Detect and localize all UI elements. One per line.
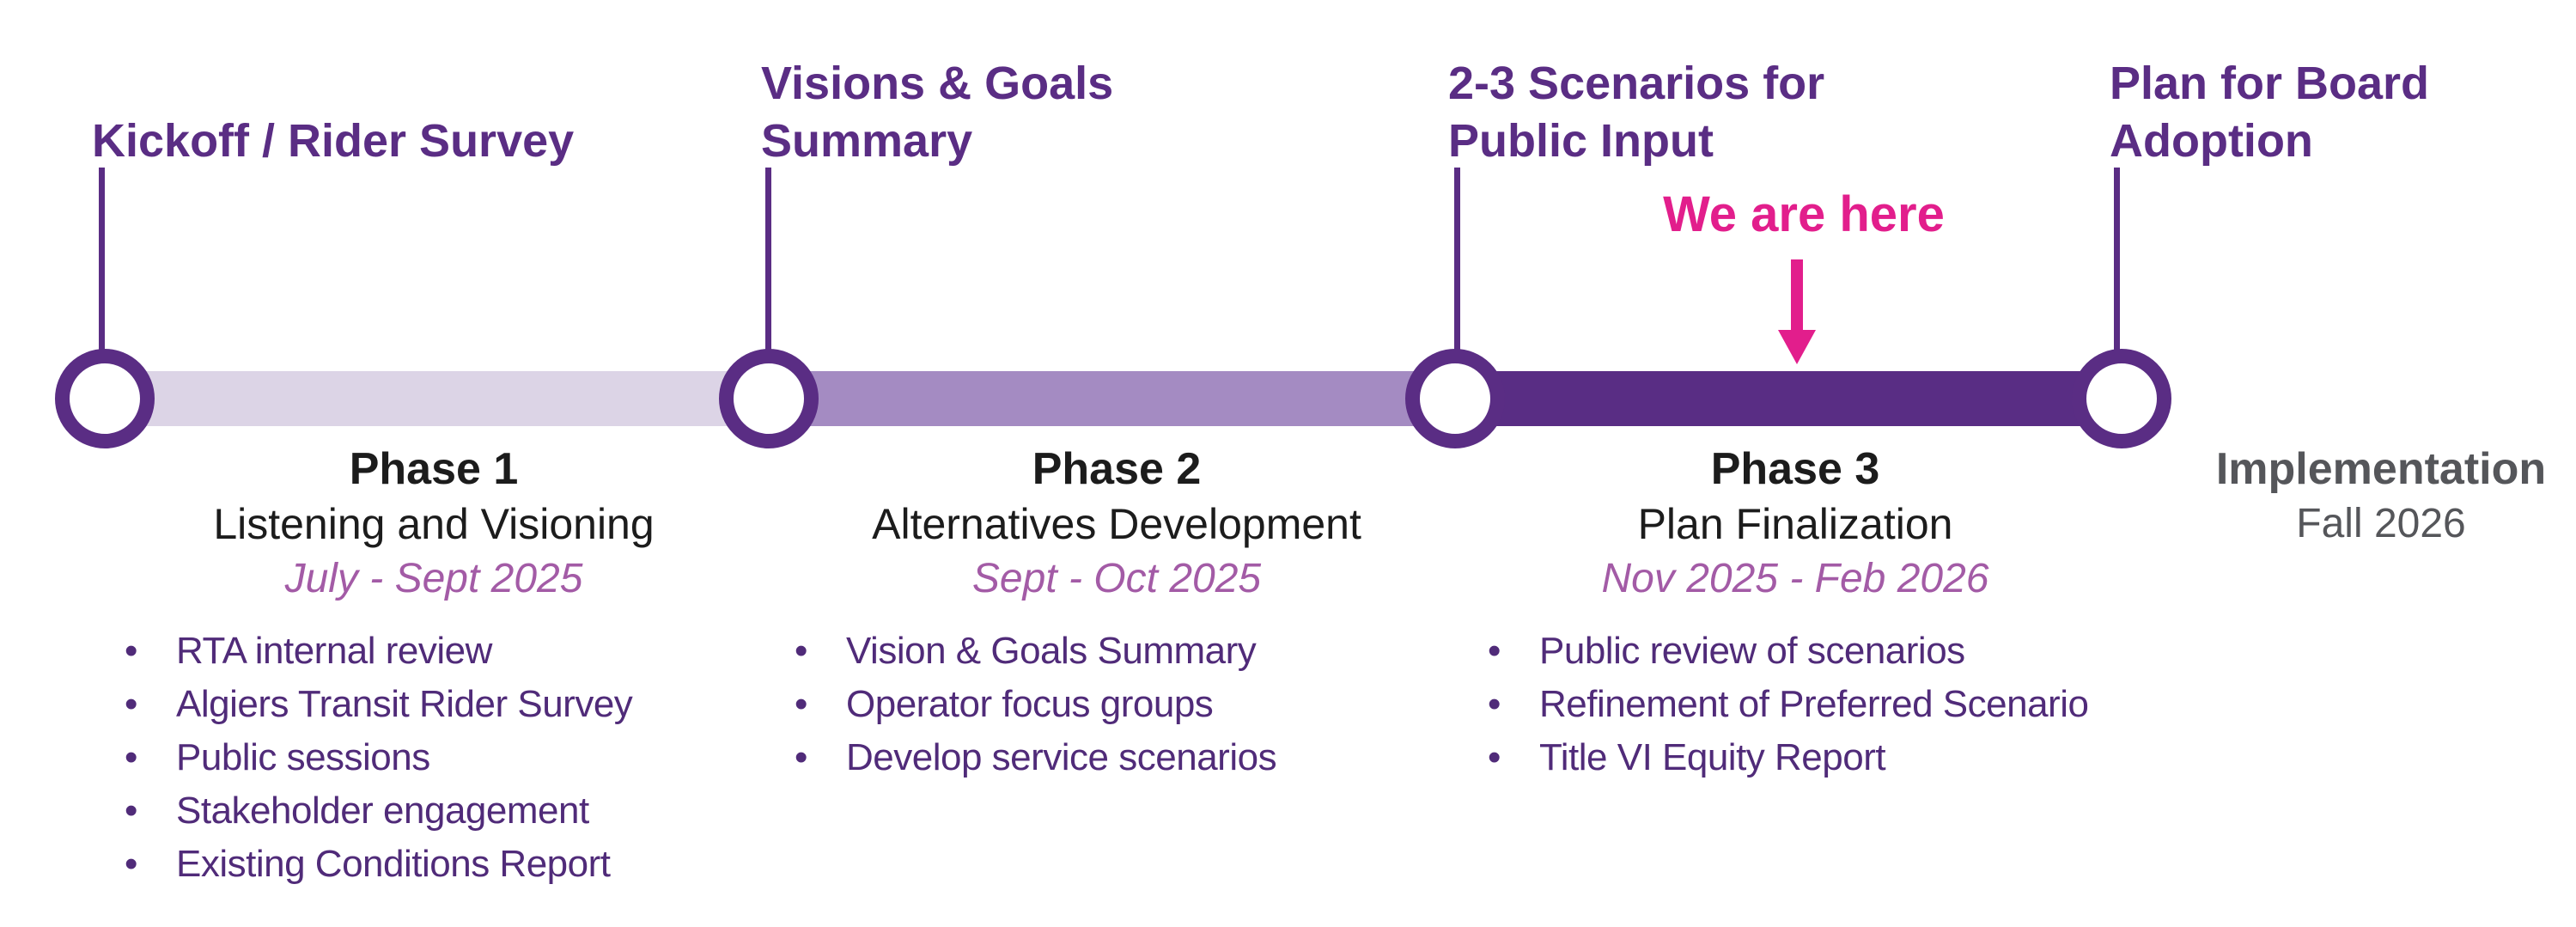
phase3-dates: Nov 2025 - Feb 2026 (1601, 556, 1989, 601)
milestone-label-line: Summary (761, 115, 973, 167)
milestone-label-line: Kickoff / Rider Survey (92, 115, 575, 167)
timeline-segment-phase1 (105, 371, 769, 426)
bullet-item: Existing Conditions Report (125, 838, 632, 891)
milestone-label-visions-goals: Visions & Goals Summary (761, 55, 1113, 170)
down-arrow-icon (1791, 259, 1803, 332)
milestone-stem-board-adoption (2114, 168, 2120, 351)
milestone-label-scenarios: 2-3 Scenarios for Public Input (1448, 55, 1824, 170)
we-are-here-label: We are here (1663, 186, 1945, 242)
phase2-dates: Sept - Oct 2025 (971, 556, 1262, 601)
bullet-item: RTA internal review (125, 625, 632, 678)
phase1-subtitle: Listening and Visioning (213, 500, 655, 548)
phase2-bullet-list: Vision & Goals Summary Operator focus gr… (795, 625, 1277, 784)
bullet-item: Refinement of Preferred Scenario (1488, 678, 2089, 731)
phase3-column: Phase 3 Plan Finalization Nov 2025 - Feb… (1409, 442, 2182, 607)
phase2-subtitle: Alternatives Development (872, 500, 1361, 548)
bullet-item: Public review of scenarios (1488, 625, 2088, 678)
milestone-stem-scenarios (1454, 168, 1460, 351)
phase1-column: Phase 1 Listening and Visioning July - S… (47, 442, 820, 607)
milestone-label-line: Adoption (2110, 115, 2313, 167)
phase3-subtitle: Plan Finalization (1637, 500, 1953, 548)
milestone-label-board-adoption: Plan for Board Adoption (2110, 55, 2429, 170)
phase3-title: Phase 3 (1710, 444, 1880, 494)
milestone-circle-kickoff (55, 349, 155, 448)
bullet-item: Algiers Transit Rider Survey (125, 678, 633, 731)
milestone-label-line: 2-3 Scenarios for (1448, 58, 1825, 109)
milestone-stem-visions-goals (765, 168, 771, 351)
phase1-dates: July - Sept 2025 (284, 556, 583, 601)
milestone-circle-board-adoption (2072, 349, 2171, 448)
bullet-item: Stakeholder engagement (125, 784, 632, 838)
phase1-title: Phase 1 (349, 444, 519, 494)
milestone-circle-scenarios (1405, 349, 1505, 448)
bullet-item: Vision & Goals Summary (795, 625, 1276, 678)
bullet-item: Public sessions (125, 731, 632, 784)
phase3-bullet-list: Public review of scenarios Refinement of… (1488, 625, 2089, 784)
timeline-segment-phase2 (769, 371, 1455, 426)
bullet-item: Develop service scenarios (795, 731, 1277, 784)
implementation-block: Implementation Fall 2026 (2123, 442, 2576, 552)
phase1-bullet-list: RTA internal review Algiers Transit Ride… (125, 625, 633, 891)
phase2-title: Phase 2 (1032, 444, 1202, 494)
milestone-label-kickoff: Kickoff / Rider Survey (92, 113, 574, 170)
milestone-label-line: Public Input (1448, 115, 1714, 167)
bullet-item: Title VI Equity Report (1488, 731, 2088, 784)
milestone-stem-kickoff (99, 168, 105, 351)
implementation-dates: Fall 2026 (2296, 501, 2466, 546)
milestone-label-line: Plan for Board (2110, 58, 2430, 109)
phase2-column: Phase 2 Alternatives Development Sept - … (730, 442, 1503, 607)
timeline-segment-phase3 (1455, 371, 2122, 426)
implementation-title: Implementation (2215, 444, 2547, 494)
milestone-label-line: Visions & Goals (761, 58, 1114, 109)
down-arrow-head-icon (1778, 330, 1816, 364)
milestone-circle-visions-goals (719, 349, 819, 448)
bullet-item: Operator focus groups (795, 678, 1276, 731)
